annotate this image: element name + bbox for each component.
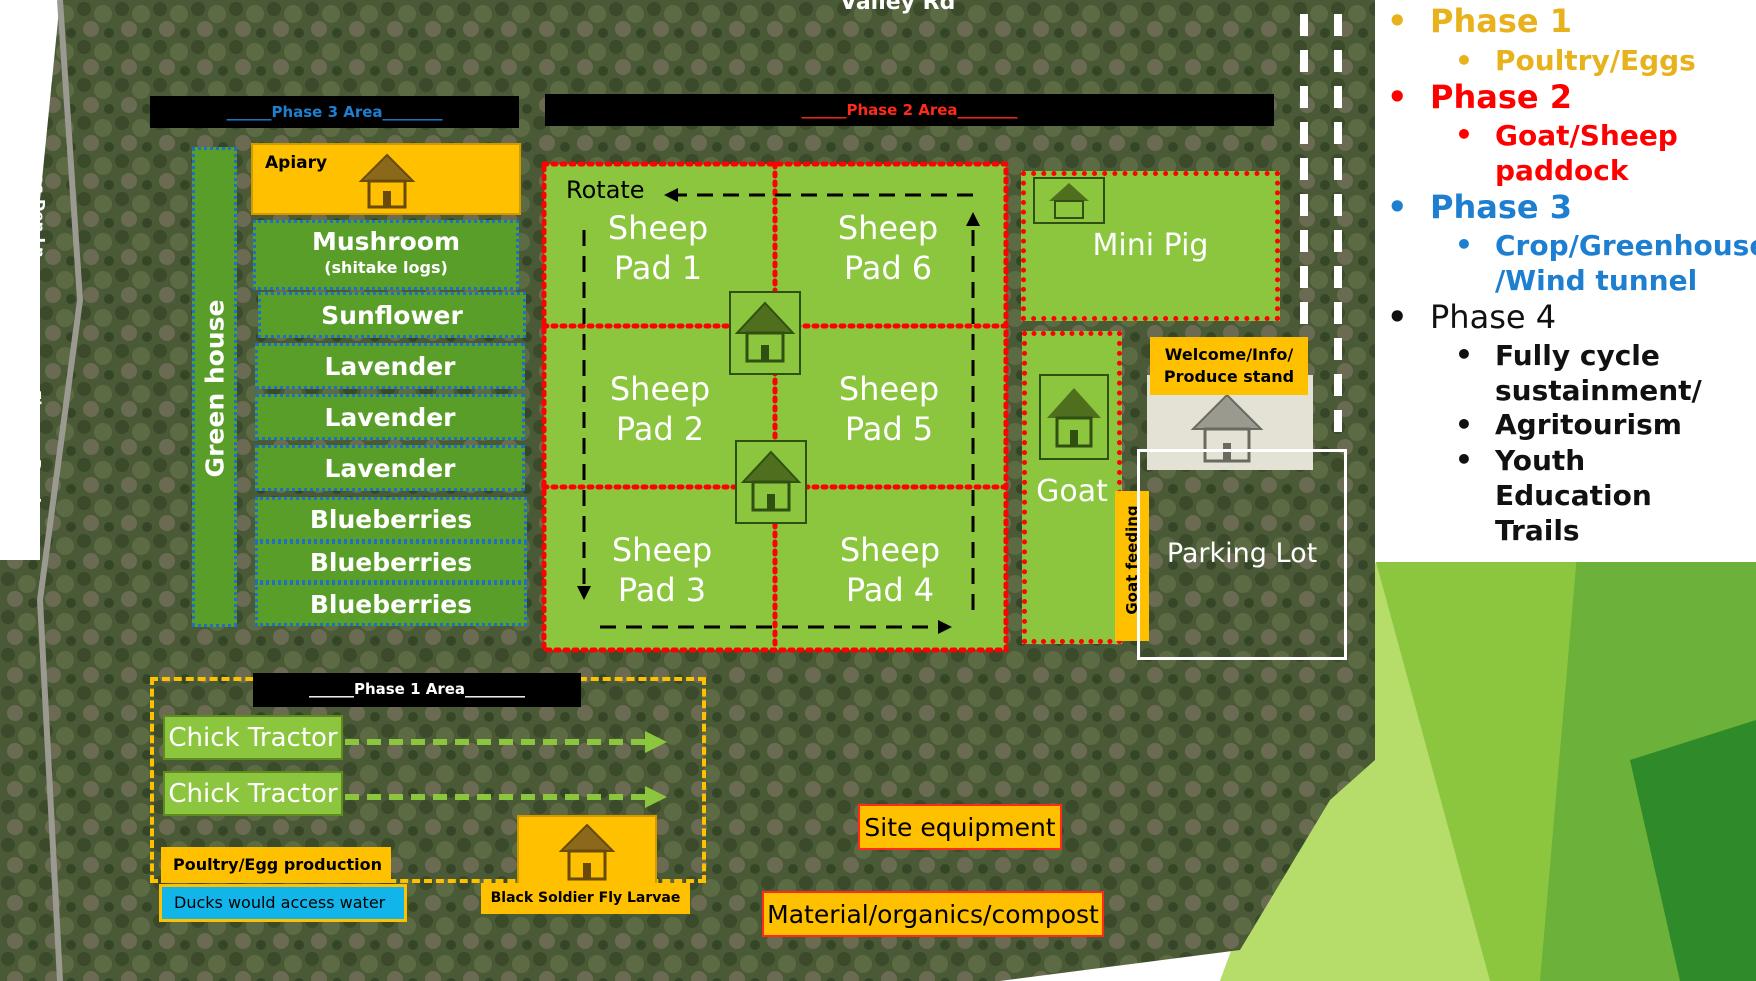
pad-label-line2: Pad 4 bbox=[845, 571, 935, 609]
pad-label-line1: Sheep bbox=[609, 370, 711, 408]
pad-label-line2: Pad 1 bbox=[613, 249, 703, 287]
legend-bullet: • bbox=[1387, 78, 1408, 116]
bed-blueberries-2[interactable]: Blueberries bbox=[255, 541, 527, 583]
mushroom-bed[interactable]: Mushroom (shitake logs) bbox=[253, 220, 519, 290]
legend-bullet: • bbox=[1455, 443, 1473, 476]
pad-label-line1: Sheep bbox=[607, 209, 709, 247]
phase3-area-header: ______Phase 3 Area________ bbox=[150, 96, 519, 128]
pad-label-line2: Pad 2 bbox=[615, 410, 705, 448]
pig-house-icon bbox=[1033, 177, 1105, 224]
shelter-house-icon[interactable] bbox=[735, 440, 807, 524]
chick-tractor-1[interactable]: Chick Tractor bbox=[163, 715, 343, 760]
chick-tractor-2[interactable]: Chick Tractor bbox=[163, 771, 343, 816]
bsf-house-icon bbox=[558, 823, 616, 881]
sheep-pad-6[interactable]: Sheep Pad 6 bbox=[788, 208, 988, 288]
stand-house-icon bbox=[1190, 393, 1264, 463]
legend-bullet: • bbox=[1455, 228, 1473, 261]
phase2-area-header: ______Phase 2 Area________ bbox=[545, 94, 1274, 126]
pad-label-line1: Sheep bbox=[839, 531, 941, 569]
bed-lavender-3[interactable]: Lavender bbox=[255, 445, 525, 491]
legend-phase3-item: Crop/Greenhouse /Wind tunnel bbox=[1495, 229, 1756, 297]
pad-label-line1: Sheep bbox=[837, 209, 939, 247]
mushroom-label: Mushroom bbox=[311, 227, 461, 256]
sheep-pad-4[interactable]: Sheep Pad 4 bbox=[790, 530, 990, 610]
site-equipment[interactable]: Site equipment bbox=[858, 804, 1062, 850]
goat-pen[interactable]: Goat bbox=[1022, 331, 1122, 644]
apiary-label: Apiary bbox=[265, 153, 328, 173]
bed-lavender-1[interactable]: Lavender bbox=[255, 343, 525, 389]
parking-lot-label: Parking Lot bbox=[1166, 538, 1318, 569]
bed-lavender-2[interactable]: Lavender bbox=[255, 394, 525, 440]
mini-pig-pen[interactable]: Mini Pig bbox=[1021, 171, 1280, 321]
bed-blueberries-1[interactable]: Blueberries bbox=[255, 497, 527, 542]
chick-tractor-arrows bbox=[345, 731, 667, 808]
goat-house-icon bbox=[1039, 374, 1109, 460]
legend-phase4-title: Phase 4 bbox=[1430, 298, 1557, 336]
legend-bullet: • bbox=[1387, 188, 1408, 226]
phase1-area-header: ______Phase 1 Area________ bbox=[253, 673, 581, 707]
mushroom-sub-label: (shitake logs) bbox=[324, 258, 448, 277]
apiary[interactable]: Apiary bbox=[251, 143, 521, 215]
legend-bullet: • bbox=[1455, 408, 1473, 441]
black-soldier-fly-area[interactable]: Black Soldier Fly Larvae bbox=[481, 815, 690, 914]
paddock-borders bbox=[541, 161, 1009, 653]
sheep-pad-1[interactable]: Sheep Pad 1 bbox=[558, 208, 758, 288]
greenhouse[interactable]: Green house bbox=[192, 147, 237, 627]
sheep-pad-2[interactable]: Sheep Pad 2 bbox=[560, 369, 760, 449]
legend-bullet: • bbox=[1455, 118, 1473, 151]
legend-phase1-item: Poultry/Eggs bbox=[1495, 44, 1696, 77]
rotate-label: Rotate bbox=[566, 176, 645, 204]
ducks-water-access[interactable]: Ducks would access water bbox=[159, 884, 407, 922]
sheep-pad-5[interactable]: Sheep Pad 5 bbox=[789, 369, 989, 449]
legend-phase4-item: Youth Education Trails bbox=[1495, 444, 1652, 547]
legend-phase4-item: Fully cycle sustainment/ bbox=[1495, 339, 1702, 407]
greenhouse-label: Green house bbox=[200, 299, 230, 478]
legend-bullet: • bbox=[1455, 44, 1473, 77]
road-label-side-1: Fleeces Den Ln bbox=[30, 130, 48, 258]
mini-pig-label: Mini Pig bbox=[1092, 228, 1209, 263]
road-label-side-2: Fleeces Den Ln bbox=[26, 390, 44, 518]
house-icon bbox=[358, 153, 416, 209]
legend-bullet: • bbox=[1455, 338, 1473, 371]
compost-area[interactable]: Material/organics/compost bbox=[762, 891, 1104, 937]
road-label-top: Valley Rd bbox=[840, 0, 956, 15]
goat-label: Goat bbox=[1036, 474, 1108, 509]
legend-bullet: • bbox=[1387, 2, 1408, 40]
pad-label-line2: Pad 3 bbox=[617, 571, 707, 609]
legend-phase2-item: Goat/Sheep paddock bbox=[1495, 119, 1678, 187]
legend-phase1-title: Phase 1 bbox=[1430, 2, 1572, 40]
legend-phase3-title: Phase 3 bbox=[1430, 188, 1572, 226]
legend-phase4-item: Agritourism bbox=[1495, 408, 1682, 441]
parking-lot[interactable]: Parking Lot bbox=[1137, 449, 1347, 660]
pad-label-line2: Pad 6 bbox=[843, 249, 933, 287]
phase-legend: • Phase 1 • Poultry/Eggs • Phase 2 • Goa… bbox=[1375, 0, 1756, 562]
bsf-label: Black Soldier Fly Larvae bbox=[481, 883, 690, 914]
poultry-egg-production[interactable]: Poultry/Egg production bbox=[161, 847, 391, 883]
pad-label-line1: Sheep bbox=[838, 370, 940, 408]
pad-label-line2: Pad 5 bbox=[844, 410, 934, 448]
bed-sunflower[interactable]: Sunflower bbox=[258, 292, 526, 338]
bed-blueberries-3[interactable]: Blueberries bbox=[255, 582, 527, 626]
sheep-pad-3[interactable]: Sheep Pad 3 bbox=[562, 530, 762, 610]
pad-label-line1: Sheep bbox=[611, 531, 713, 569]
shelter-house-icon[interactable] bbox=[729, 291, 801, 375]
welcome-info-stand[interactable]: Welcome/Info/ Produce stand bbox=[1150, 337, 1308, 395]
goat-feeding[interactable]: Goat feeding bbox=[1115, 491, 1149, 641]
legend-phase2-title: Phase 2 bbox=[1430, 78, 1572, 116]
legend-bullet: • bbox=[1387, 298, 1408, 336]
